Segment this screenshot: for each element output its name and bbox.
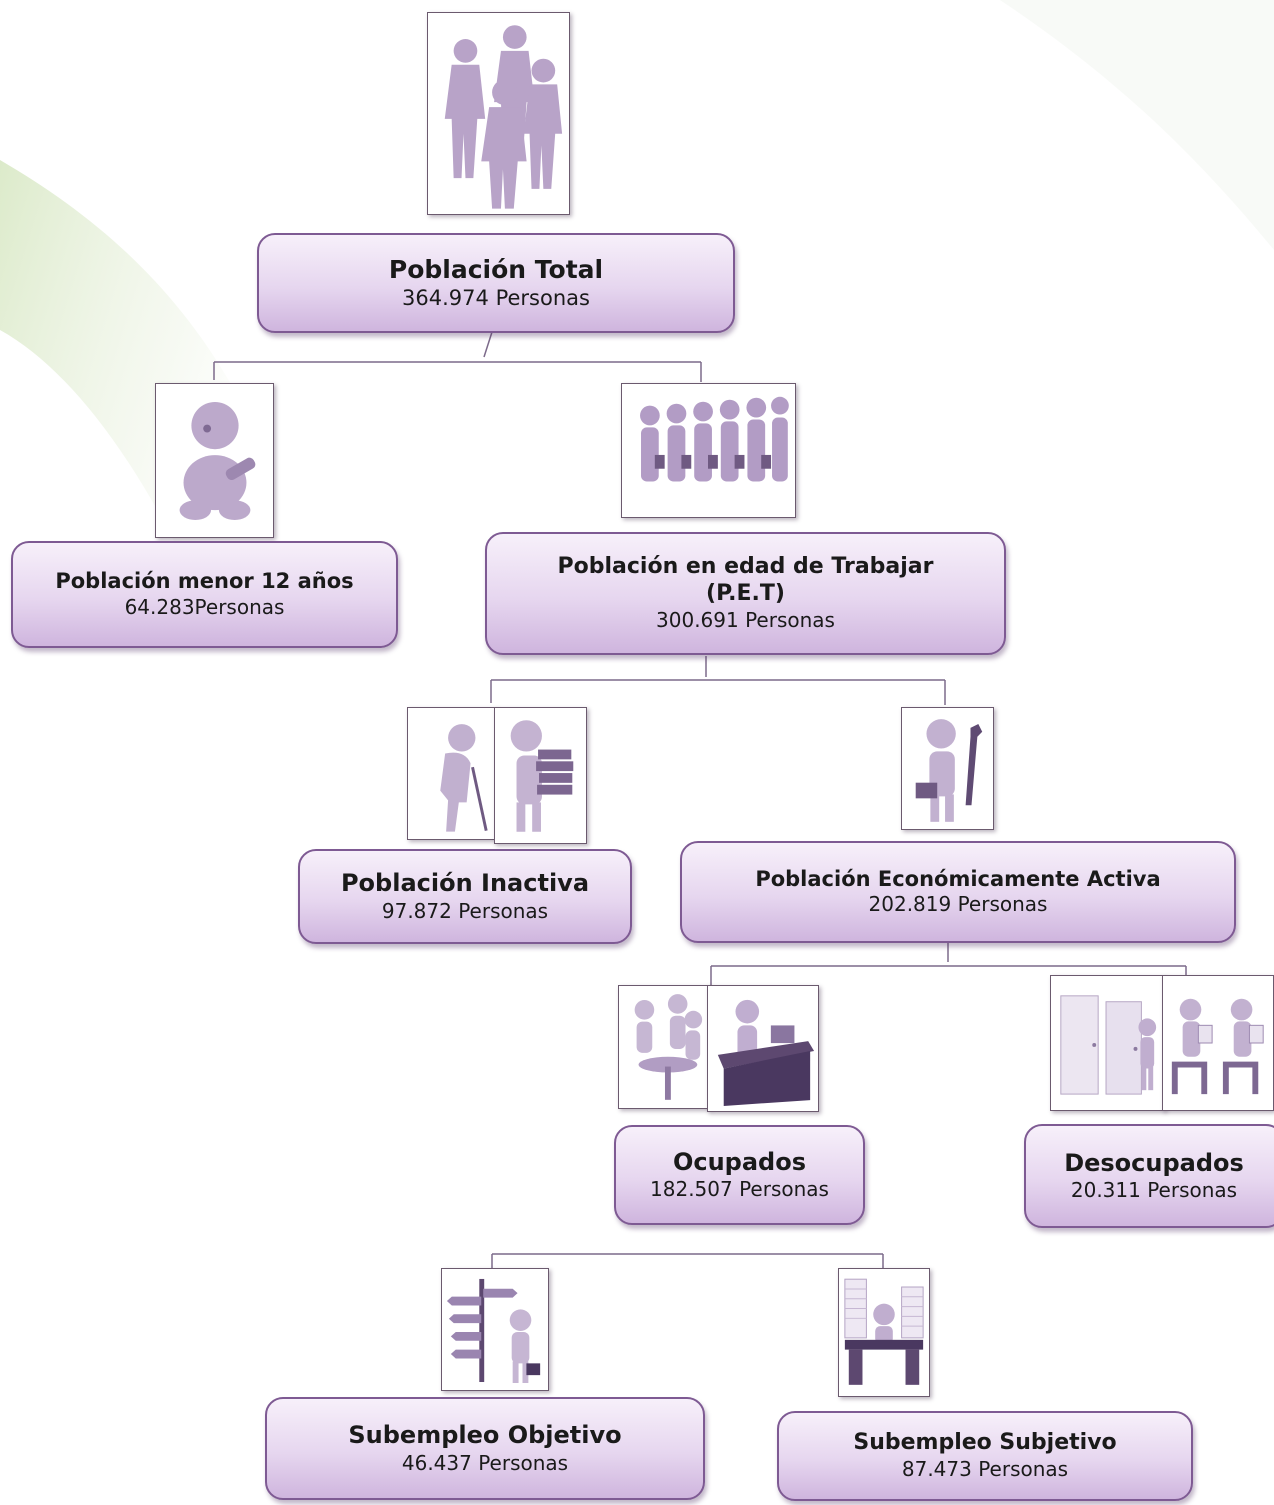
picture-unemployed-interview: [1162, 975, 1274, 1111]
picture-subempleo-subjetivo: [838, 1268, 930, 1397]
node-pet: Población en edad de Trabajar (P.E.T) 30…: [485, 532, 1006, 655]
node-poblacion-menor: Población menor 12 años 64.283Personas: [11, 541, 398, 648]
picture-unemployed-doors: [1050, 975, 1165, 1111]
node-title: Población Inactiva: [340, 869, 590, 898]
baby-icon: [179, 402, 256, 520]
row-of-workers-icon: [640, 396, 789, 482]
picture-occupied-desk: [707, 985, 819, 1112]
node-pea: Población Económicamente Activa 202.819 …: [680, 841, 1236, 943]
student-with-books-icon: [510, 720, 574, 832]
picture-pet: [621, 383, 796, 518]
doors-icon: [1060, 995, 1157, 1095]
node-title: Población menor 12 años: [55, 569, 354, 594]
node-value: 87.473 Personas: [901, 1456, 1069, 1481]
node-title: Población Total: [388, 254, 604, 284]
node-value: 46.437 Personas: [401, 1450, 569, 1475]
picture-pea: [901, 707, 994, 830]
picture-population-total: [427, 12, 570, 215]
node-value: 64.283Personas: [124, 594, 285, 619]
node-value: 20.311 Personas: [1070, 1178, 1238, 1203]
node-title: Población Económicamente Activa: [755, 866, 1161, 891]
node-title: Población en edad de Trabajar (P.E.T): [557, 554, 934, 606]
node-poblacion-total: Población Total 364.974 Personas: [257, 233, 735, 333]
job-interview-icon: [1171, 998, 1264, 1095]
node-title: Subempleo Objetivo: [348, 1421, 622, 1450]
group-of-people-icon: [444, 25, 563, 209]
node-title: Ocupados: [672, 1147, 807, 1176]
node-desocupados: Desocupados 20.311 Personas: [1024, 1124, 1274, 1228]
paperwork-desk-icon: [844, 1278, 924, 1385]
node-value: 182.507 Personas: [650, 1177, 829, 1202]
signpost-icon: [446, 1278, 541, 1383]
node-poblacion-inactiva: Población Inactiva 97.872 Personas: [298, 849, 632, 944]
elderly-person-icon: [440, 724, 488, 832]
node-value: 202.819 Personas: [868, 892, 1048, 917]
worker-with-tools-icon: [915, 719, 983, 822]
node-subempleo-objetivo: Subempleo Objetivo 46.437 Personas: [265, 1397, 705, 1500]
node-value: 97.872 Personas: [381, 898, 549, 923]
node-subempleo-subjetivo: Subempleo Subjetivo 87.473 Personas: [777, 1411, 1193, 1501]
node-title: Subempleo Subjetivo: [853, 1430, 1117, 1456]
node-value: 364.974 Personas: [402, 286, 590, 311]
office-desk-icon: [717, 999, 815, 1106]
meeting-table-icon: [634, 994, 703, 1100]
node-title: Desocupados: [1064, 1148, 1244, 1177]
picture-inactive-elderly: [407, 707, 496, 840]
picture-subempleo-objetivo: [441, 1268, 549, 1391]
node-value: 300.691 Personas: [656, 607, 835, 632]
node-ocupados: Ocupados 182.507 Personas: [614, 1125, 865, 1225]
picture-inactive-student: [494, 707, 587, 844]
picture-population-minor: [155, 383, 274, 538]
picture-occupied-meeting: [618, 985, 710, 1109]
